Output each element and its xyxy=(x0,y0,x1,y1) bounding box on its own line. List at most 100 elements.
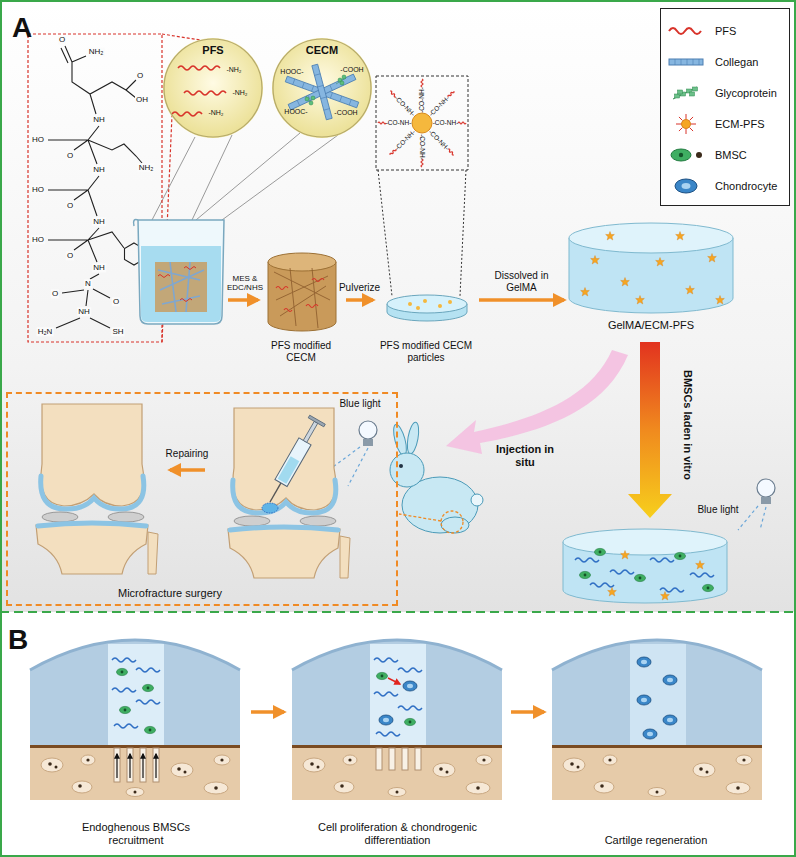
light-bulb xyxy=(757,479,775,497)
stage-scene xyxy=(292,640,502,800)
cecm-zoom xyxy=(314,74,329,110)
stage-scene xyxy=(292,640,502,800)
leader-line xyxy=(162,34,200,40)
hydrogel-cylinder xyxy=(716,296,725,305)
beaker xyxy=(141,246,221,322)
stage-scene xyxy=(376,748,382,770)
atom-label: NH xyxy=(92,165,106,174)
cell-laden-hydrogel xyxy=(621,551,630,560)
legend-sample xyxy=(696,152,702,158)
group-label: -COOH xyxy=(334,109,357,117)
cecm-zoom xyxy=(342,75,346,79)
legend-row: Chondrocyte xyxy=(665,170,785,201)
beaker xyxy=(155,262,207,312)
node-caption: Microfracture surgery xyxy=(118,587,222,600)
rabbit xyxy=(390,421,483,533)
hydrogel-cylinder xyxy=(621,278,630,287)
stage-scene xyxy=(108,644,164,745)
syringe xyxy=(270,483,281,502)
beaker xyxy=(138,220,224,324)
cell-laden-hydrogel xyxy=(563,529,727,555)
cecm-zoom xyxy=(309,101,313,105)
atom-label: NH xyxy=(92,115,106,124)
scaffold-image xyxy=(276,279,324,312)
cell-laden-hydrogel xyxy=(595,548,606,555)
scaffold-image xyxy=(268,253,336,331)
rabbit xyxy=(390,453,424,487)
stage-scene xyxy=(120,706,131,713)
node-caption: Cell proliferation & chondrogenic differ… xyxy=(312,821,484,847)
legend-sample xyxy=(686,129,687,134)
particle-zoom xyxy=(376,76,468,170)
circle-outline xyxy=(164,39,262,137)
atom-label: O xyxy=(58,35,66,44)
scaffold-image xyxy=(274,268,330,328)
legend-sample xyxy=(665,19,709,43)
group-label: HOOC- xyxy=(280,68,303,76)
cell-laden-hydrogel xyxy=(650,558,674,562)
legend-text: BMSC xyxy=(715,149,747,161)
particle-zoom xyxy=(376,76,468,170)
stage-scene xyxy=(415,748,421,770)
group-label: -COOH xyxy=(340,66,363,74)
note-label: Blue light xyxy=(697,504,738,516)
light-bulb xyxy=(363,439,373,446)
atom-label: HO xyxy=(31,235,45,244)
legend-sample xyxy=(669,28,701,34)
legend-row: Collegan xyxy=(665,46,785,77)
group-label: -CO-NH- xyxy=(386,119,412,126)
atom-label: H₂N xyxy=(37,327,54,336)
legend-sample xyxy=(690,116,694,120)
syringe xyxy=(262,415,325,506)
legend-sample xyxy=(665,112,709,136)
hydrogel-image: GelMA/ECM-PFS xyxy=(565,222,737,334)
cell-laden-hydrogel xyxy=(580,571,591,578)
cecm-zoom xyxy=(272,38,372,138)
cell-laden-hydrogel xyxy=(690,573,714,577)
stage-scene xyxy=(637,657,651,667)
legend-sample xyxy=(679,152,683,156)
rabbit xyxy=(399,464,403,468)
stage-scene xyxy=(30,640,762,800)
group-label: -NH₂ xyxy=(208,109,223,117)
zoom-circle: CECM xyxy=(272,38,372,138)
stage-scene xyxy=(379,715,393,725)
atom-label: O xyxy=(136,71,144,80)
stage-scene xyxy=(398,668,422,672)
stage-scene xyxy=(114,724,138,728)
panel-ground xyxy=(0,611,796,613)
particle-zoom xyxy=(447,148,454,155)
legend-sample xyxy=(675,179,697,193)
cecm-zoom xyxy=(305,75,346,105)
rabbit xyxy=(441,517,469,533)
group-label: -CO-NH- xyxy=(418,134,425,160)
leader-line xyxy=(152,137,195,220)
dish-image xyxy=(387,295,467,313)
knee-joint xyxy=(36,404,158,574)
group-label: -CO-NH- xyxy=(433,119,459,126)
legend-row: BMSC xyxy=(665,139,785,170)
cell-laden-hydrogel xyxy=(590,583,614,587)
legend-sample xyxy=(669,59,703,65)
note-label: Blue light xyxy=(339,398,380,410)
hydrogel-cylinder xyxy=(569,223,733,313)
atom-label: NH xyxy=(92,217,106,226)
process-arrow xyxy=(446,350,628,454)
dish-image xyxy=(408,302,412,306)
beaker xyxy=(158,262,204,312)
rabbit xyxy=(399,514,441,521)
hydrogel-cylinder xyxy=(581,288,590,297)
leader-line xyxy=(152,34,466,342)
light-bulb xyxy=(760,507,766,530)
stage-scene xyxy=(630,644,686,745)
legend-sample xyxy=(669,59,703,65)
atom-label: O xyxy=(112,297,120,306)
panel-letter: B xyxy=(8,624,28,656)
stage-scene xyxy=(388,678,400,684)
stage-scene xyxy=(663,675,677,685)
zoom-circle: PFS xyxy=(163,38,263,138)
rabbit xyxy=(405,421,420,454)
hydrogel-cylinder xyxy=(569,223,733,253)
legend-row: PFS xyxy=(665,15,785,46)
